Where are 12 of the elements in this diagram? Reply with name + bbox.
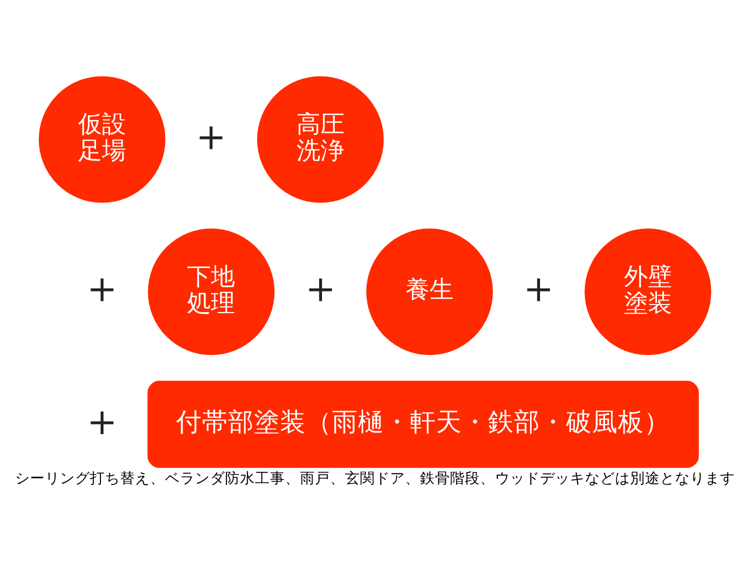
node-circle: 高圧洗浄	[257, 76, 384, 203]
label: ＋	[189, 110, 234, 162]
label: ＋	[80, 395, 124, 446]
label: ＋	[80, 262, 124, 314]
label: ＋	[516, 262, 561, 314]
label: ＋	[298, 262, 342, 314]
node-box: 付帯部塗装（雨樋・軒天・鉄部・破風板）	[147, 380, 699, 468]
node-circle: 養生	[366, 228, 493, 356]
node-circle: 下地処理	[148, 228, 275, 356]
caption: シーリング打ち替え、ベランダ防水工事、雨戸、玄関ドア、鉄骨階段、ウッドデッキなどは別途となります	[15, 470, 735, 487]
node-circle: 仮設足場	[38, 76, 166, 203]
node-circle: 外壁塗装	[584, 228, 712, 356]
